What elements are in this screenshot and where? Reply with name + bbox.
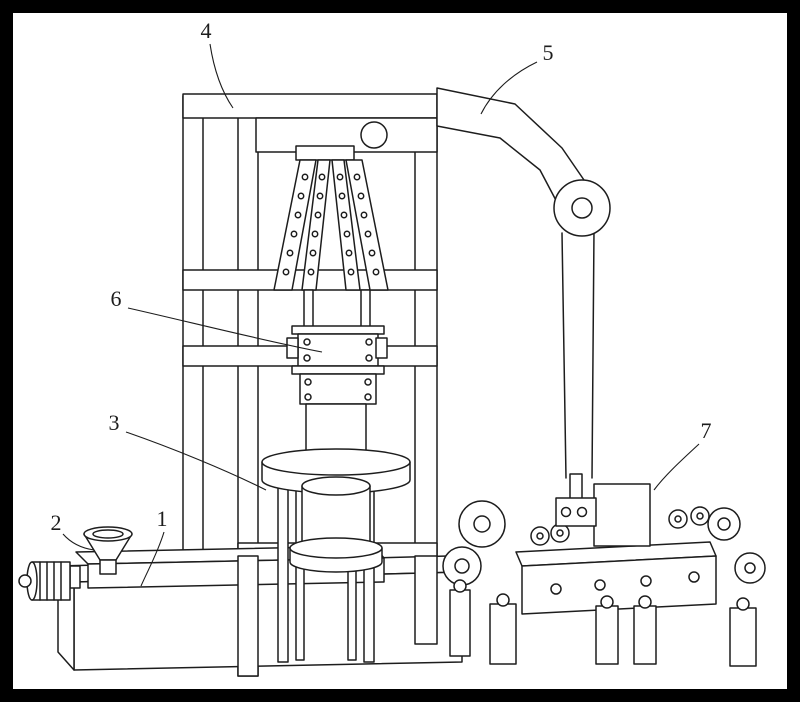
callout-5: 5 [480,40,554,115]
callout-2: 2 [51,510,95,551]
callout-4: 4 [201,18,234,109]
callout-6: 6 [111,286,323,353]
ladder-linkage [273,145,389,291]
extruder-base [18,545,463,677]
leader-line-3 [125,431,267,491]
conveyor-bed-front [521,555,717,615]
conveyor-unit [442,473,766,667]
belt-pulley-hub [571,197,593,219]
conveyor-bracket [555,473,651,547]
feed-hopper [83,526,133,575]
callout-7: 7 [653,418,712,491]
callout-label-3: 3 [109,410,120,435]
drive-motor [18,561,81,601]
mold-cylinder [261,448,411,573]
callout-label-5: 5 [543,40,554,65]
leader-line-1 [140,531,165,587]
leader-line-7 [653,443,700,491]
callout-label-7: 7 [701,418,712,443]
conveyor-legs [489,593,757,667]
ladder-holes [282,173,380,276]
callout-label-1: 1 [157,506,168,531]
leader-line-2 [62,533,95,551]
callout-label-4: 4 [201,18,212,43]
leader-line-6 [127,307,323,353]
leader-line-5 [480,61,538,115]
leader-line-4 [209,43,234,109]
callouts: 4 5 6 3 2 1 7 [51,18,712,587]
callout-label-6: 6 [111,286,122,311]
belt-arm [436,87,611,479]
callout-3: 3 [109,410,267,491]
callout-label-2: 2 [51,510,62,535]
callout-1: 1 [140,506,168,587]
